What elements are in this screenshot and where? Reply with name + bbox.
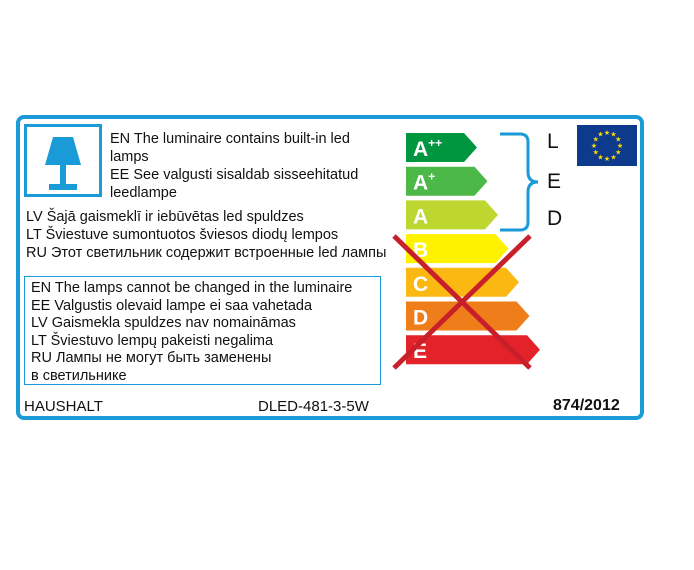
intro-line: EN The luminaire contains built-in led [110,131,350,147]
eu-star-icon: ★ [617,142,623,150]
translations: LV Šajā gaismeklī ir iebūvētas led spuld… [26,208,386,262]
intro-text: EN The luminaire contains built-in led l… [110,130,358,202]
notice-line: LT Šviestuvo lempų pakeisti negalima [31,332,274,349]
eu-star-icon: ★ [593,136,599,144]
lang-line: RU Этот светильник содержит встроенные l… [26,245,387,261]
eu-star-icon: ★ [593,149,599,157]
energy-class-letter: D [413,307,428,330]
eu-star-icon: ★ [615,136,621,144]
led-letter-d: D [547,207,563,230]
intro-line: leedlampe [110,185,177,201]
lang-line: LT Šviestuve sumontuotos šviesos diodų l… [26,227,339,243]
led-letter-l: L [547,130,559,153]
eu-star-icon: ★ [610,153,616,161]
model-number: DLED-481-3-5W [258,398,369,415]
lamp-pictogram [24,124,102,197]
intro-line: EE See valgusti sisaldab sisseehitatud [110,167,359,183]
energy-label-frame [16,115,644,420]
eu-stars-icon: ★★★★★★★★★★★★ [591,129,623,163]
energy-class-arrow [406,200,498,230]
led-letter-e: E [547,170,562,193]
energy-class-arrow [406,166,488,196]
lang-line: LV Šajā gaismeklī ir iebūvētas led spuld… [26,209,304,225]
eu-star-icon: ★ [597,153,603,161]
notice-line: в светильнике [31,367,127,384]
regulation-number: 874/2012 [553,397,620,414]
energy-class-arrow [406,133,477,162]
brand-name: HAUSHALT [24,398,103,415]
notice-box: EN The lamps cannot be changed in the lu… [24,276,381,385]
eu-star-icon: ★ [610,131,616,139]
notice-line: EE Valgustis olevaid lampe ei saa vaheta… [31,297,313,314]
notice-line: LV Gaismekla spuldzes nav nomaināmas [31,315,296,331]
notice-line: EN The lamps cannot be changed in the lu… [31,280,353,296]
energy-class-letter: C [413,273,428,296]
eu-star-icon: ★ [604,129,610,137]
eu-star-icon: ★ [604,155,610,163]
table-lamp-icon [45,137,81,190]
notice-line: RU Лампы не могут быть заменены [31,350,272,366]
eu-star-icon: ★ [597,131,603,139]
intro-line: lamps [110,149,149,165]
eu-star-icon: ★ [615,149,621,157]
energy-class-arrow [406,234,509,264]
energy-class-letter: A++ [413,136,442,161]
eu-flag-icon: ★★★★★★★★★★★★ [577,125,637,166]
cross-line-b [392,234,532,370]
eu-star-icon: ★ [591,142,597,150]
range-bracket [500,132,539,232]
energy-class-letter: A [413,205,428,228]
